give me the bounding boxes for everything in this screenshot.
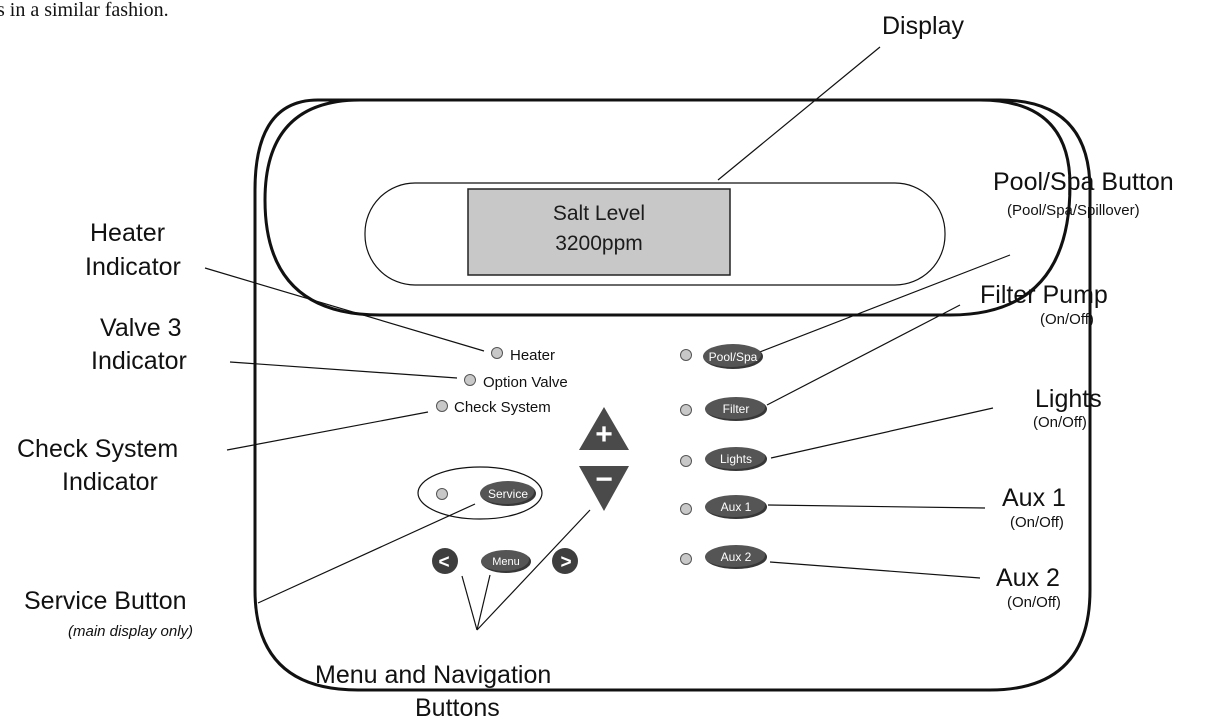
- lights-led: [680, 455, 692, 467]
- aux1-sub: (On/Off): [1010, 514, 1064, 531]
- leader-valve3: [229, 361, 458, 379]
- leader-service: [257, 503, 476, 604]
- leader-filter: [766, 304, 961, 406]
- lights-sub: (On/Off): [1033, 414, 1087, 431]
- lcd-line-2: 3200ppm: [555, 232, 643, 255]
- lcd-line-1: Salt Level: [552, 202, 646, 225]
- minus-button: [579, 466, 629, 511]
- leader-display: [717, 46, 881, 181]
- display-window: [364, 182, 946, 286]
- filter-led: [680, 404, 692, 416]
- right-symbol: >: [560, 552, 571, 573]
- aux2-sub: (On/Off): [1007, 594, 1061, 611]
- heater-indicator-text: Heater: [510, 347, 556, 364]
- lcd-screen: [467, 188, 731, 276]
- display-label: Display: [882, 12, 964, 40]
- service-oval: [417, 466, 543, 520]
- leader-aux1: [767, 504, 986, 509]
- leader-menu-3: [476, 509, 591, 631]
- lights-button[interactable]: Lights: [705, 447, 767, 471]
- service-button-sub: (main display only): [68, 623, 194, 640]
- leader-lights: [770, 407, 994, 459]
- aux1-label: Aux 1: [1002, 484, 1066, 512]
- option-valve-led: [464, 374, 476, 386]
- valve3-label-1: Valve 3: [100, 314, 182, 342]
- leader-aux2: [769, 561, 981, 579]
- minus-symbol: −: [595, 463, 613, 496]
- plus-button: [579, 407, 629, 450]
- aux2-button[interactable]: Aux 2: [705, 545, 767, 569]
- check-system-indicator-text: Check System: [454, 399, 551, 416]
- service-button[interactable]: Service: [480, 481, 536, 506]
- controller-body: [253, 98, 1092, 692]
- leader-check-system: [226, 411, 429, 451]
- lights-label: Lights: [1035, 385, 1102, 413]
- check-system-led: [436, 400, 448, 412]
- aux2-led: [680, 553, 692, 565]
- menu-nav-label-1: Menu and Navigation: [315, 661, 552, 689]
- aux1-button[interactable]: Aux 1: [705, 495, 767, 519]
- service-button-label: Service Button: [24, 587, 187, 615]
- filter-pump-label: Filter Pump: [980, 281, 1108, 309]
- aux2-label: Aux 2: [996, 564, 1060, 592]
- heater-led: [491, 347, 503, 359]
- right-button: [552, 548, 578, 574]
- menu-button[interactable]: Menu: [481, 550, 531, 573]
- plus-symbol: +: [595, 418, 613, 451]
- pool-spa-sub: (Pool/Spa/Spillover): [1007, 202, 1140, 219]
- left-button: [432, 548, 458, 574]
- leader-heater: [204, 267, 485, 352]
- filter-pump-sub: (On/Off): [1040, 311, 1094, 328]
- pool-spa-button[interactable]: Pool/Spa: [703, 344, 763, 369]
- display-bezel: [263, 98, 1072, 317]
- top-cut-text: s in a similar fashion.: [0, 0, 169, 21]
- leader-menu-2: [476, 574, 491, 631]
- leader-pool-spa: [751, 254, 1011, 356]
- valve3-label-2: Indicator: [91, 347, 187, 375]
- option-valve-indicator-text: Option Valve: [483, 374, 568, 391]
- service-led: [436, 488, 448, 500]
- aux1-led: [680, 503, 692, 515]
- left-symbol: <: [438, 552, 449, 573]
- leader-menu-1: [461, 575, 478, 631]
- check-system-label-1: Check System: [17, 435, 179, 463]
- pool-spa-led: [680, 349, 692, 361]
- heater-label-1: Heater: [90, 219, 166, 247]
- filter-button[interactable]: Filter: [705, 397, 767, 421]
- menu-nav-label-2: Buttons: [415, 694, 500, 722]
- heater-label-2: Indicator: [85, 253, 181, 281]
- pool-spa-label: Pool/Spa Button: [993, 168, 1174, 196]
- check-system-label-2: Indicator: [62, 468, 158, 496]
